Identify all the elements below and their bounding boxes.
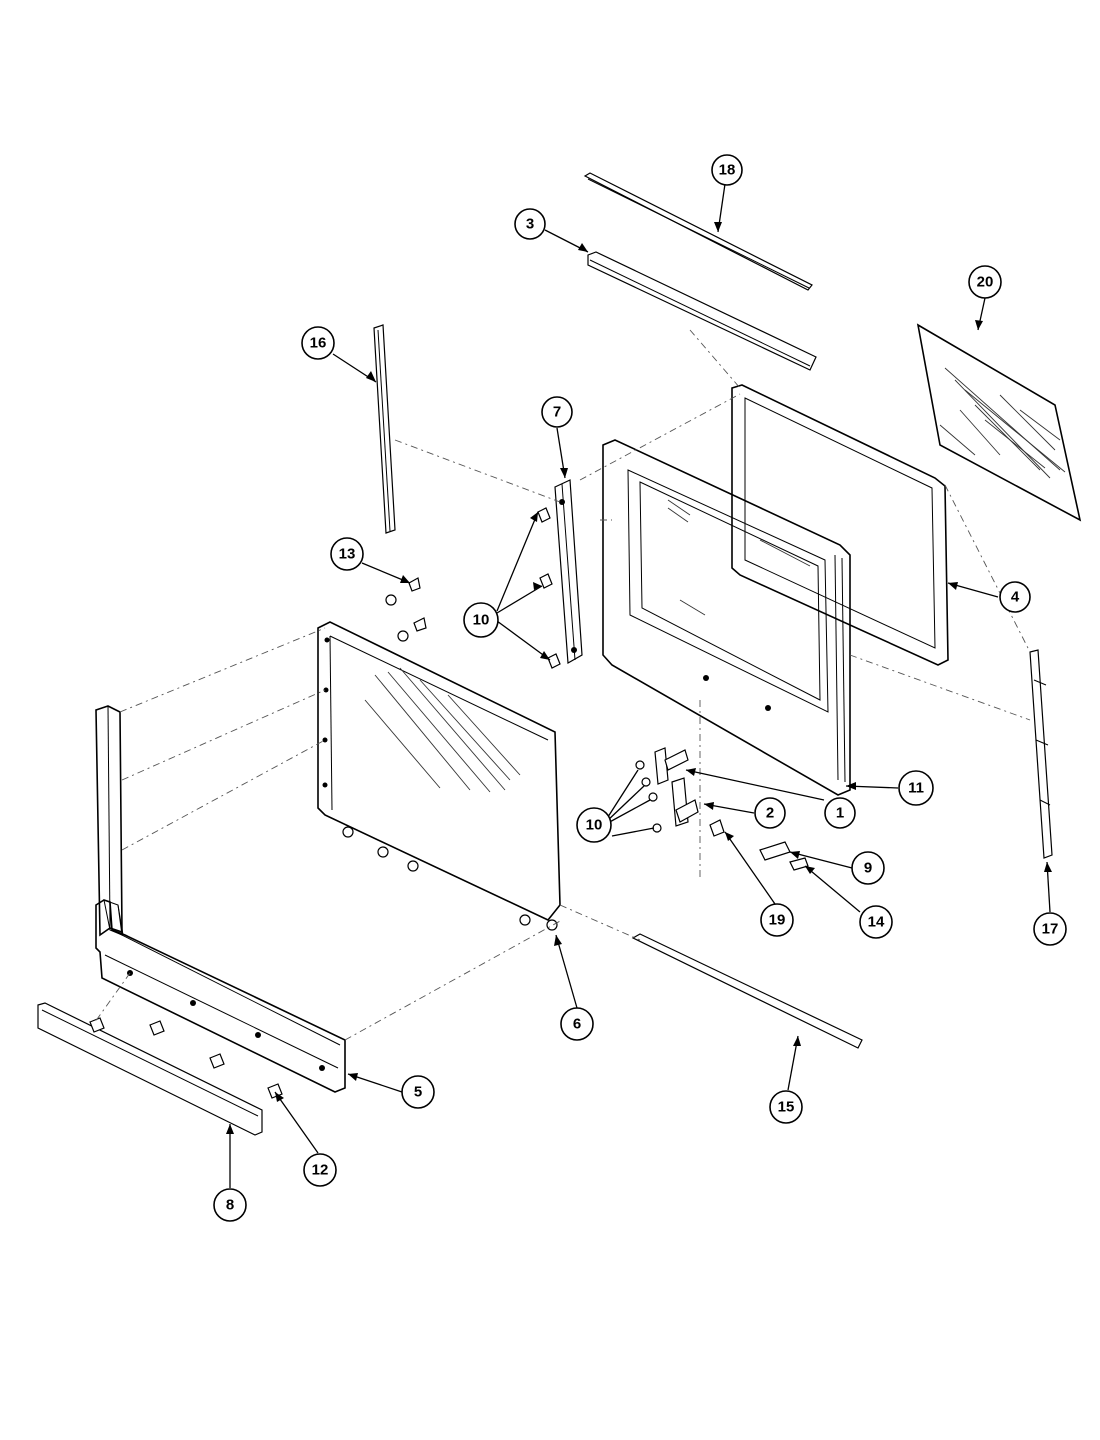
part-11-door-liner [602,439,851,796]
svg-text:9: 9 [864,860,872,877]
callout-8: 8 [213,1188,247,1222]
part-13-screws [385,577,427,642]
assembly-lines [94,329,1031,1041]
svg-text:16: 16 [310,335,327,352]
callout-9: 9 [851,851,885,885]
svg-text:2: 2 [766,805,774,822]
part-18-top-strip [583,172,813,291]
callout-11: 11 [898,770,934,806]
part-5-lower-frame [95,705,346,1093]
svg-text:12: 12 [312,1162,329,1179]
svg-text:6: 6 [573,1016,581,1033]
callout-15: 15 [769,1090,803,1124]
callout-16: 16 [301,326,335,360]
callout-13: 13 [330,537,364,571]
part-15-bottom-strip [631,933,863,1049]
svg-text:17: 17 [1042,921,1059,938]
svg-text:14: 14 [868,914,885,931]
callout-20: 20 [968,265,1002,299]
svg-text:4: 4 [1011,589,1020,606]
svg-text:3: 3 [526,216,534,233]
leader-lines [229,183,1051,1188]
part-3-top-trim [587,251,817,371]
part-8-bottom-trim [37,1002,263,1136]
callout-18: 18 [711,154,743,186]
callout-12: 12 [303,1153,337,1187]
part-6-outer-door-panel [317,621,561,931]
svg-text:20: 20 [977,274,994,291]
leader-arrowheads [226,222,1052,1134]
svg-text:5: 5 [414,1084,422,1101]
part-10-screws-upper [537,507,561,669]
callout-1: 1 [824,797,856,829]
part-20-glass-panel [916,323,1082,522]
callout-10-upper: 10 [463,602,499,638]
part-17-side-strip [1029,649,1053,859]
svg-text:19: 19 [769,912,786,929]
part-4-inner-frame [731,384,949,666]
svg-text:18: 18 [719,162,736,179]
callout-7: 7 [541,396,573,428]
callout-3: 3 [514,208,546,240]
part-7-bracket [554,479,583,664]
svg-text:10: 10 [586,817,603,834]
callout-17: 17 [1033,912,1067,946]
svg-text:7: 7 [553,404,561,421]
callout-6: 6 [560,1007,594,1041]
callout-10-lower: 10 [576,807,612,843]
hinge-hardware [635,747,809,871]
callout-14: 14 [859,905,893,939]
callout-4: 4 [999,581,1031,613]
svg-text:10: 10 [473,612,490,629]
callout-5: 5 [401,1075,435,1109]
svg-text:8: 8 [226,1197,234,1214]
callout-19: 19 [760,903,794,937]
svg-text:15: 15 [778,1099,795,1116]
callout-2: 2 [754,797,786,829]
svg-text:11: 11 [908,780,924,797]
part-16-side-strip [373,324,396,534]
svg-text:1: 1 [836,805,844,822]
svg-text:13: 13 [339,546,356,563]
